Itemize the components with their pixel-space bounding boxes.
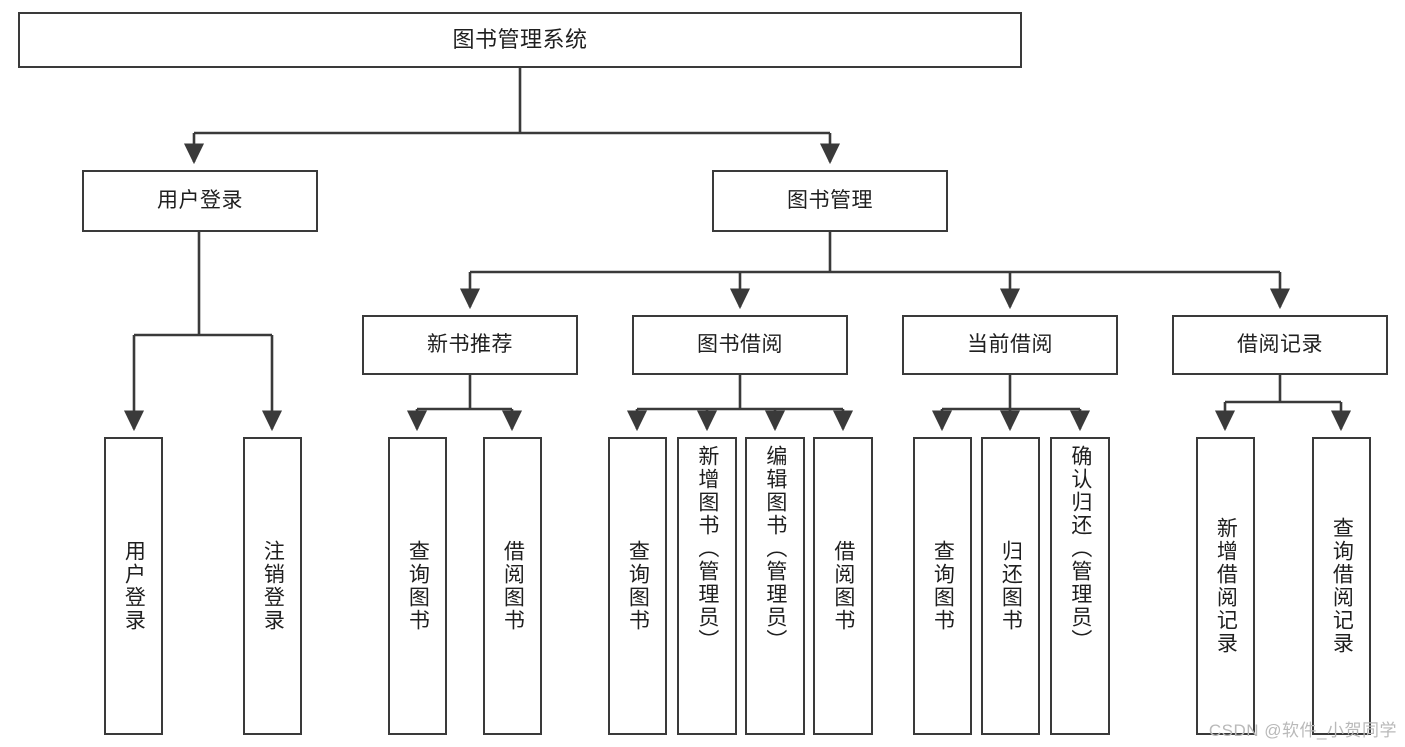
leaf-borrow-borrow-book[interactable]: 借阅图书 (813, 437, 873, 735)
leaf-label: 借阅图书 (501, 540, 525, 632)
leaf-label: 用户登录 (122, 540, 146, 632)
csdn-watermark: CSDN @软件_小贺同学 (1208, 721, 1397, 740)
leaf-label: 新增借阅记录 (1214, 517, 1238, 655)
leaf-recommend-query-book[interactable]: 查询图书 (388, 437, 447, 735)
node-label: 借阅记录 (1237, 332, 1323, 356)
leaf-record-add-record[interactable]: 新增借阅记录 (1196, 437, 1255, 735)
leaf-label: 查询图书 (626, 540, 650, 632)
leaf-label: 查询图书 (406, 540, 430, 632)
leaf-borrow-edit-book-admin[interactable]: 编辑图书（管理员） (745, 437, 805, 735)
leaf-user-login[interactable]: 用户登录 (104, 437, 163, 735)
node-label: 图书管理 (787, 188, 873, 212)
node-label: 图书管理系统 (452, 27, 588, 53)
leaf-label: 编辑图书（管理员） (763, 445, 787, 652)
leaf-current-query-book[interactable]: 查询图书 (913, 437, 972, 735)
node-user-login[interactable]: 用户登录 (82, 170, 318, 232)
leaf-label: 查询图书 (931, 540, 955, 632)
node-label: 用户登录 (157, 188, 243, 212)
leaf-borrow-query-book[interactable]: 查询图书 (608, 437, 667, 735)
leaf-label: 查询借阅记录 (1330, 517, 1354, 655)
leaf-borrow-add-book-admin[interactable]: 新增图书（管理员） (677, 437, 737, 735)
node-label: 图书借阅 (697, 332, 783, 356)
leaf-user-logout[interactable]: 注销登录 (243, 437, 302, 735)
node-new-book-recommend[interactable]: 新书推荐 (362, 315, 578, 375)
node-label: 当前借阅 (967, 332, 1053, 356)
leaf-recommend-borrow-book[interactable]: 借阅图书 (483, 437, 542, 735)
leaf-current-return-book[interactable]: 归还图书 (981, 437, 1040, 735)
node-borrow-record[interactable]: 借阅记录 (1172, 315, 1388, 375)
node-current-borrow[interactable]: 当前借阅 (902, 315, 1118, 375)
leaf-label: 注销登录 (261, 540, 285, 632)
node-book-borrow[interactable]: 图书借阅 (632, 315, 848, 375)
leaf-label: 借阅图书 (831, 540, 855, 632)
node-root-system[interactable]: 图书管理系统 (18, 12, 1022, 68)
leaf-record-query-record[interactable]: 查询借阅记录 (1312, 437, 1371, 735)
node-label: 新书推荐 (427, 332, 513, 356)
leaf-current-confirm-return-admin[interactable]: 确认归还（管理员） (1050, 437, 1110, 735)
leaf-label: 归还图书 (999, 540, 1023, 632)
leaf-label: 确认归还（管理员） (1068, 445, 1092, 652)
node-book-management[interactable]: 图书管理 (712, 170, 948, 232)
leaf-label: 新增图书（管理员） (695, 445, 719, 652)
